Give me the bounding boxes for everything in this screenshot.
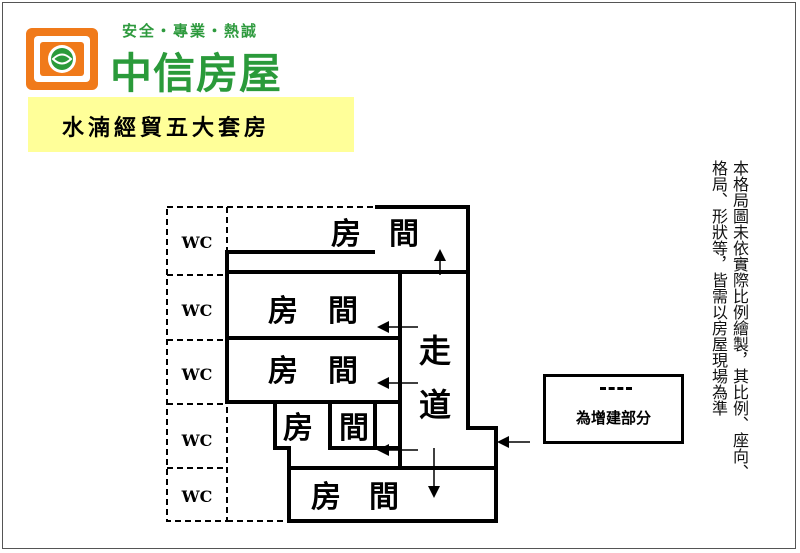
wc-label-5: WC — [181, 487, 213, 506]
title-band: 水湳經貿五大套房 — [28, 97, 354, 152]
wc-label-4: WC — [181, 431, 213, 450]
wc-label-2: WC — [181, 301, 213, 320]
room-3-label-b: 間 — [328, 354, 358, 389]
legend-dash-sample — [600, 387, 632, 390]
corridor-label-b: 道 — [419, 386, 451, 424]
brand-logo: 安全・專業・熱誠 中信房屋 — [26, 18, 336, 98]
disclaimer-note: 本格局圖未依實際比例繪製，其比例、座向、格局、形狀等，皆需以房屋現場為準 — [709, 160, 749, 480]
extension-zone — [166, 206, 375, 522]
room-2-label-b: 間 — [328, 294, 358, 329]
logo-mark-icon — [26, 28, 98, 90]
room-top — [225, 205, 470, 274]
room-5-label-a: 房 — [311, 480, 341, 515]
walls — [225, 205, 498, 523]
room-2-label-a: 房 — [268, 294, 298, 329]
brand-name: 中信房屋 — [110, 49, 283, 98]
direction-arrows — [377, 249, 530, 498]
room-3-label-a: 房 — [268, 354, 298, 389]
corridor-label-a: 走 — [419, 332, 451, 370]
wc-label-1: WC — [181, 233, 213, 252]
legend-box: 為增建部分 — [543, 374, 684, 444]
room-5-label-b: 間 — [369, 480, 399, 515]
room-1-label-a: 房 — [331, 217, 361, 252]
room-three — [225, 338, 400, 404]
legend-label: 為增建部分 — [575, 409, 651, 427]
room-four — [328, 402, 377, 450]
room-4-label-b: 間 — [339, 411, 369, 446]
room-two — [225, 272, 400, 340]
room-4-label-a: 房 — [283, 411, 313, 446]
page-title: 水湳經貿五大套房 — [62, 116, 271, 141]
room-1-label-b: 間 — [389, 217, 419, 252]
room-four-outline — [273, 402, 291, 468]
brand-tagline: 安全・專業・熱誠 — [122, 22, 259, 40]
wc-label-3: WC — [181, 365, 213, 384]
